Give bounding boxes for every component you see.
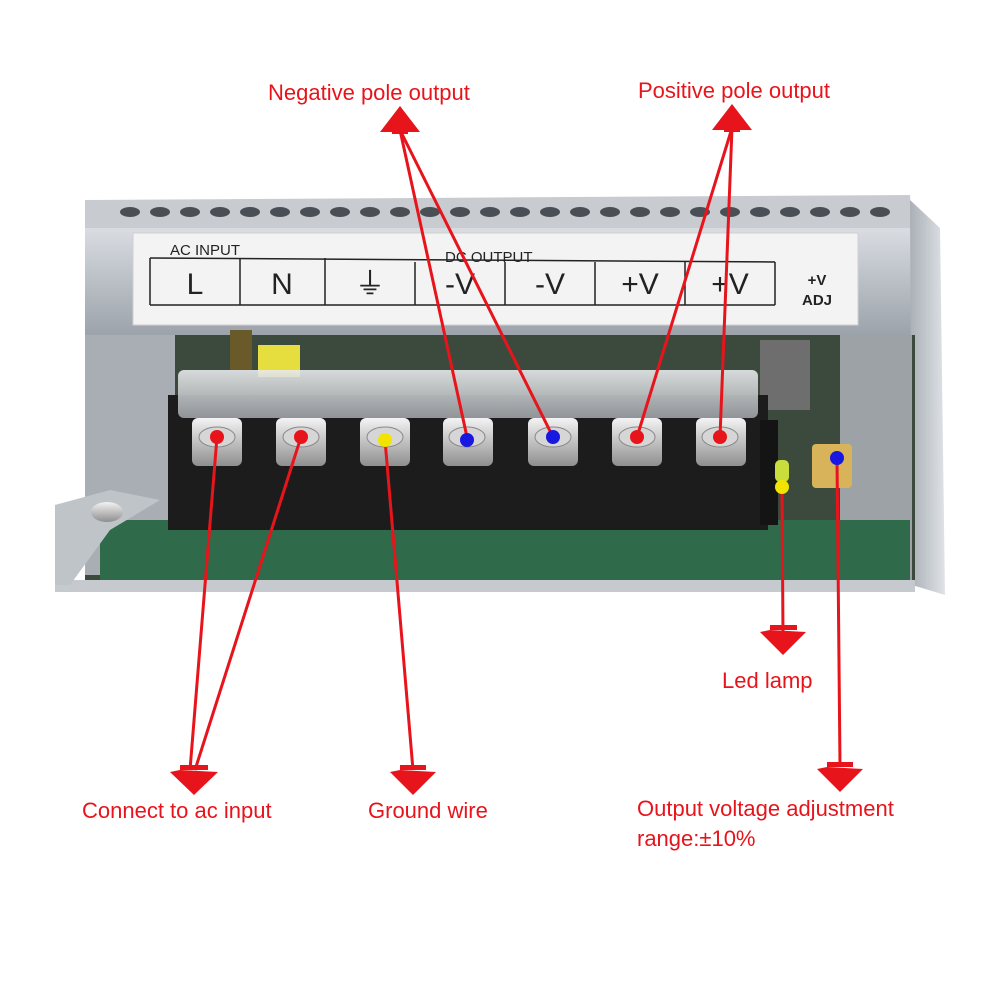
dot-pos-terminal-1 (630, 430, 644, 444)
dot-neg-terminal-1 (460, 433, 474, 447)
arrow-up-positive (712, 104, 752, 132)
adjustment-potentiometer (812, 444, 852, 488)
terminal-label-l: L (187, 268, 204, 301)
arrow-down-led (760, 625, 806, 655)
callout-ground-wire: Ground wire (368, 798, 488, 823)
callout-voltage-adjustment-line1: Output voltage adjustment (637, 796, 894, 821)
led-lamp (775, 460, 789, 482)
callout-negative-pole: Negative pole output (268, 80, 470, 105)
arrow-up-negative (380, 106, 420, 134)
dot-led (775, 480, 789, 494)
dot-ground-terminal (378, 433, 392, 447)
terminal-label-neg-2: -V (535, 268, 565, 301)
terminal-label-n: N (271, 268, 293, 301)
terminal-cover (178, 370, 758, 418)
callout-led-lamp: Led lamp (722, 668, 813, 693)
terminal-label-pos-2: +V (711, 268, 749, 301)
adj-label-bottom: ADJ (802, 292, 832, 309)
callout-lines (188, 127, 842, 771)
case-right-side (910, 200, 945, 595)
callout-ac-input: Connect to ac input (82, 798, 272, 823)
bracket-screw (91, 502, 123, 522)
arrow-down-ground (390, 765, 436, 795)
dc-output-heading: DC OUTPUT (445, 249, 533, 266)
case-top (85, 195, 912, 232)
callout-voltage-adjustment-line2: range:±10% (637, 826, 756, 851)
terminal-label-pos-1: +V (621, 268, 659, 301)
dot-adjustment (830, 451, 844, 465)
ac-input-heading: AC INPUT (170, 242, 240, 259)
callout-positive-pole: Positive pole output (638, 78, 831, 103)
terminal-dots (210, 430, 844, 494)
terminal-label-ground: ⏚ (355, 268, 385, 301)
callout-voltage-adjustment: Output voltage adjustment range:±10% (637, 794, 894, 854)
mounting-bracket (55, 490, 160, 585)
dot-pos-terminal-2 (713, 430, 727, 444)
dot-n-terminal (294, 430, 308, 444)
adj-label-top: +V (808, 272, 827, 289)
arrow-down-ac (170, 765, 218, 795)
dot-neg-terminal-2 (546, 430, 560, 444)
arrow-down-adjustment (817, 762, 863, 792)
terminal-label-plate (132, 232, 859, 326)
callout-arrowheads (170, 104, 863, 795)
dot-l-terminal (210, 430, 224, 444)
